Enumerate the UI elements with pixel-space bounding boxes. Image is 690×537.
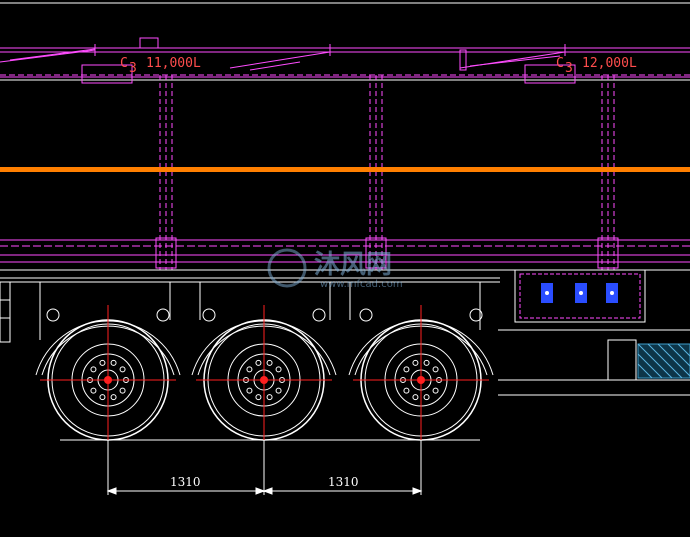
compartment-1-capacity: 11,000L: [146, 56, 201, 71]
orange-stripe: [0, 167, 690, 172]
compartment-label-2: C 3 12,000L: [556, 56, 637, 76]
dimension-lines: [106, 440, 423, 495]
compartment-1-sub: 3: [129, 61, 137, 76]
compartment-1-prefix: C: [120, 56, 128, 71]
compartment-label-1: C 3 11,000L: [120, 56, 201, 76]
compartment-2-sub: 3: [565, 61, 573, 76]
dimension-label-1: 1310: [170, 475, 201, 489]
wheel-group: [35, 305, 494, 450]
watermark-logo: 沐风网 www.mfcad.com: [267, 248, 403, 290]
dimension-label-2: 1310: [328, 475, 359, 489]
grille: [637, 343, 690, 379]
vertical-pipes: [159, 75, 615, 270]
watermark-url: www.mfcad.com: [320, 279, 403, 290]
lower-rail: [0, 237, 690, 269]
compartment-2-capacity: 12,000L: [582, 56, 637, 71]
valve-cabinet: [514, 269, 646, 323]
compartment-2-prefix: C: [556, 56, 564, 71]
watermark-title: 沐风网: [314, 250, 392, 280]
top-piping: [0, 37, 690, 84]
